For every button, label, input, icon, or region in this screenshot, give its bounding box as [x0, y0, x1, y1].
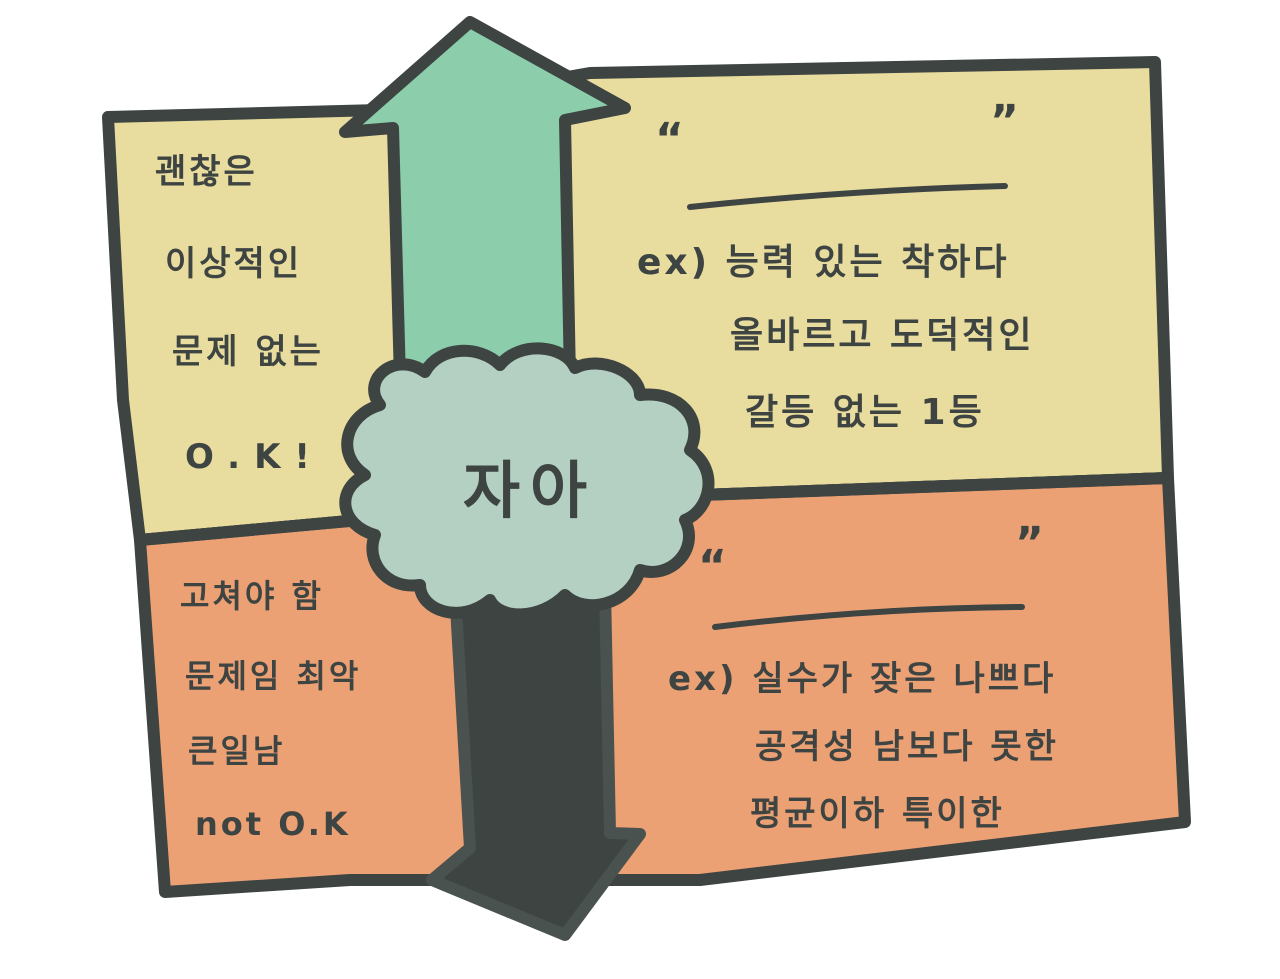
bottom-right-quote-close: ” [1015, 518, 1044, 569]
top-right-example-3: 갈등 없는 1등 [745, 392, 985, 433]
top-left-line-4: O.K! [185, 437, 324, 477]
center-label-self: 자아 [462, 454, 598, 527]
down-arrow-icon [426, 584, 646, 941]
bottom-left-line-2: 문제임 최악 [185, 657, 362, 695]
bottom-right-example-2: 공격성 남보다 못한 [755, 727, 1059, 767]
bottom-right-example-3: 평균이하 특이한 [750, 794, 1005, 834]
top-left-line-3: 문제 없는 [172, 332, 324, 372]
blank-line-bottom [712, 604, 1025, 630]
bottom-right-example-1: ex) 실수가 잦은 나쁘다 [668, 659, 1057, 699]
top-right-quote-close: ” [990, 96, 1019, 147]
top-right-example-1: ex) 능력 있는 착하다 [637, 242, 1010, 283]
top-right-example-2: 올바르고 도덕적인 [730, 315, 1035, 356]
bottom-left-line-1: 고쳐야 함 [180, 577, 324, 615]
top-left-line-2: 이상적인 [165, 244, 303, 284]
cloud-shape [339, 342, 715, 621]
bottom-left-line-4: not O.K [195, 805, 351, 843]
blank-line-top [687, 183, 1008, 210]
bottom-right-quote-open: “ [698, 541, 727, 592]
bottom-left-line-3: 큰일남 [188, 732, 286, 770]
top-right-quote-open: “ [655, 114, 684, 165]
top-left-line-1: 괜찮은 [155, 152, 258, 192]
